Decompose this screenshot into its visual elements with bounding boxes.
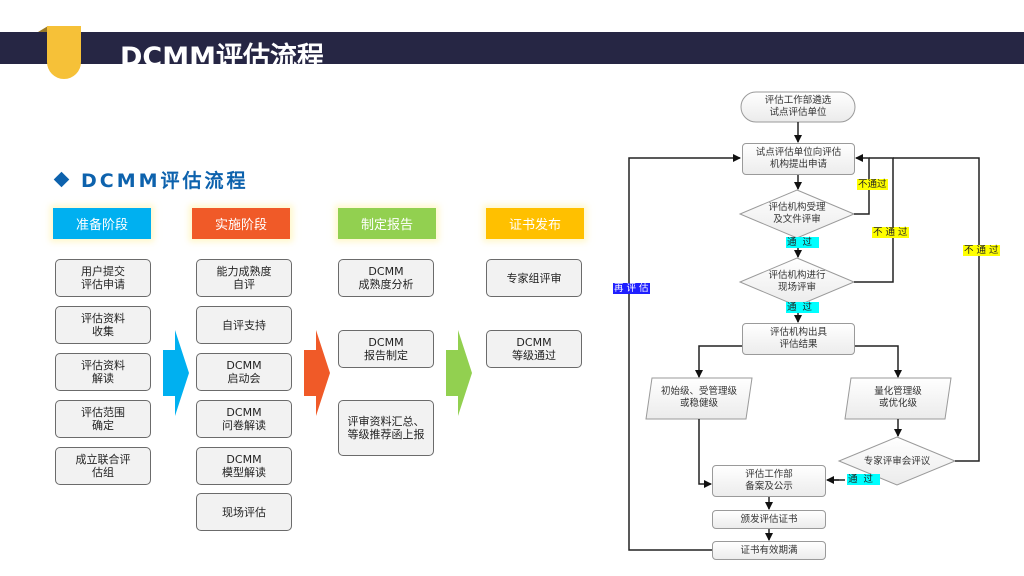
step-box: DCMM 启动会 [196, 353, 292, 391]
flow-level-low: 初始级、受管理级 或稳健级 [660, 386, 737, 409]
stage-header-implement: 实施阶段 [192, 208, 290, 239]
label-pass-docs: 通过 [786, 237, 820, 248]
decision-expert-shape [837, 436, 957, 486]
step-box: 评估资料 解读 [55, 353, 151, 391]
stage-arrow-3 [446, 330, 472, 416]
step-box: 评估资料 收集 [55, 306, 151, 344]
flow-start-node: 评估工作部遴选 试点评估单位 [764, 95, 832, 118]
arrow-right-icon [304, 330, 330, 416]
step-box: 成立联合评 估组 [55, 447, 151, 485]
flow-decision-docs: 评估机构受理 及文件评审 [768, 202, 826, 225]
stage-header-prepare: 准备阶段 [53, 208, 151, 239]
stage-arrow-2 [304, 330, 330, 416]
step-box: 现场评估 [196, 493, 292, 531]
stage-header-report: 制定报告 [338, 208, 436, 239]
stage-header-certificate: 证书发布 [486, 208, 584, 239]
step-box: 自评支持 [196, 306, 292, 344]
step-box: DCMM 报告制定 [338, 330, 434, 368]
step-box: 评估范围 确定 [55, 400, 151, 438]
flow-level-high: 量化管理级 或优化级 [874, 386, 922, 409]
label-pass-site: 通过 [786, 302, 820, 313]
arrow-right-icon [163, 330, 189, 416]
flow-publish-node: 评估工作部 备案及公示 [712, 465, 826, 497]
flow-issue-cert-node: 颁发评估证书 [712, 510, 826, 529]
flow-decision-site: 评估机构进行 现场评审 [768, 270, 826, 293]
header-bar [0, 32, 1024, 64]
level-high-shape [844, 377, 952, 420]
flow-expert-review: 专家评审会评议 [863, 456, 931, 467]
arrow-right-icon [446, 330, 472, 416]
section-title: DCMM评估流程 [53, 166, 249, 193]
header-accent-tab [47, 26, 81, 79]
level-low-shape [645, 377, 753, 420]
flow-cert-expire-node: 证书有效期满 [712, 541, 826, 560]
stage-arrow-1 [163, 330, 189, 416]
flow-apply-node: 试点评估单位向评估 机构提出申请 [742, 143, 855, 175]
label-fail-site: 不 通 过 [872, 227, 909, 238]
step-box: DCMM 成熟度分析 [338, 259, 434, 297]
label-fail-expert: 不 通 过 [963, 245, 1000, 256]
header-tab-fold [38, 26, 48, 32]
step-box: DCMM 等级通过 [486, 330, 582, 368]
step-box: 能力成熟度 自评 [196, 259, 292, 297]
page-title: DCMM评估流程 [120, 42, 324, 73]
label-fail-docs: 不通过 [857, 179, 888, 190]
label-pass-expert: 通过 [847, 474, 881, 485]
step-box: 用户提交 评估申请 [55, 259, 151, 297]
step-box: 专家组评审 [486, 259, 582, 297]
step-box: DCMM 模型解读 [196, 447, 292, 485]
step-box: 评审资料汇总、 等级推荐函上报 [338, 400, 434, 456]
label-reassess: 再 评 估 [613, 283, 650, 294]
step-box: DCMM 问卷解读 [196, 400, 292, 438]
section-title-text: DCMM评估流程 [81, 170, 249, 192]
flow-result-node: 评估机构出具 评估结果 [742, 323, 855, 355]
